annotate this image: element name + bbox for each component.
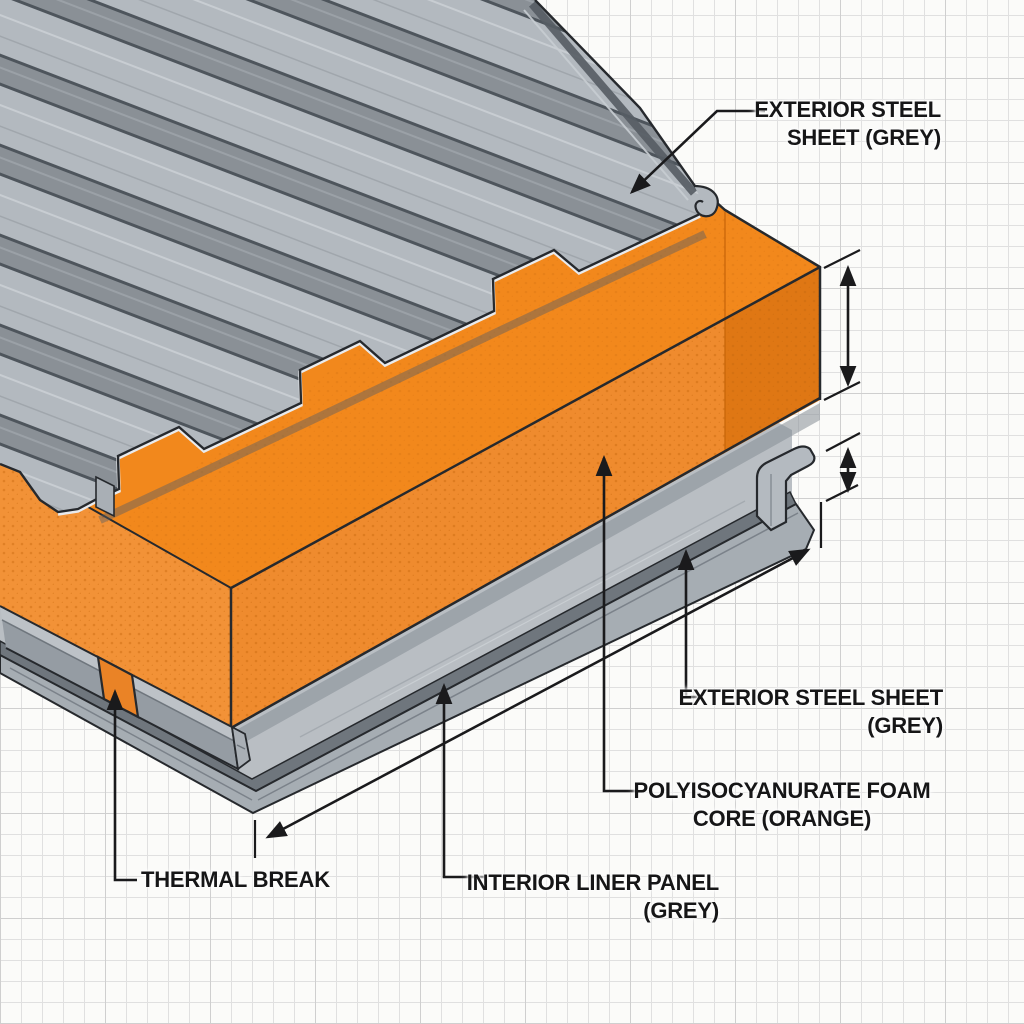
- thermal-break-block: [96, 655, 140, 719]
- dimension-lines: [253, 249, 861, 858]
- dimension-liner-depth: [825, 432, 861, 502]
- sheet-underside-shadow: [98, 230, 707, 524]
- callout-line: CORE (ORANGE): [692, 806, 872, 831]
- left-support-strip: [95, 475, 115, 518]
- callout-interior-liner: INTERIOR LINER PANEL (GREY): [467, 869, 719, 925]
- callout-thermal-break: THERMAL BREAK: [141, 866, 330, 894]
- callout-exterior-sheet-right: EXTERIOR STEEL SHEET (GREY): [678, 684, 943, 740]
- callout-line: INTERIOR LINER PANEL: [466, 870, 719, 895]
- dimension-foam-thickness: [823, 249, 861, 401]
- callout-line: (GREY): [867, 713, 943, 738]
- callout-line: EXTERIOR STEEL: [754, 97, 941, 122]
- leader-exterior-top: [629, 109, 765, 195]
- callout-line: POLYISOCYANURATE FOAM: [633, 778, 931, 803]
- dimension-panel-width: [253, 502, 823, 858]
- callout-line: SHEET (GREY): [786, 125, 941, 150]
- callout-foam-core: POLYISOCYANURATE FOAM CORE (ORANGE): [632, 777, 932, 833]
- exterior-steel-sheet: [0, 0, 719, 518]
- sheet-edge-curl: [693, 184, 719, 218]
- sheet-surface: [0, 0, 706, 512]
- callout-exterior-sheet-top: EXTERIOR STEEL SHEET (GREY): [754, 96, 941, 152]
- callout-line: THERMAL BREAK: [141, 867, 330, 892]
- callout-line: (GREY): [643, 898, 719, 923]
- channel-end-cap: [230, 725, 251, 771]
- leader-thermal-break: [106, 689, 137, 882]
- callout-line: EXTERIOR STEEL SHEET: [678, 685, 943, 710]
